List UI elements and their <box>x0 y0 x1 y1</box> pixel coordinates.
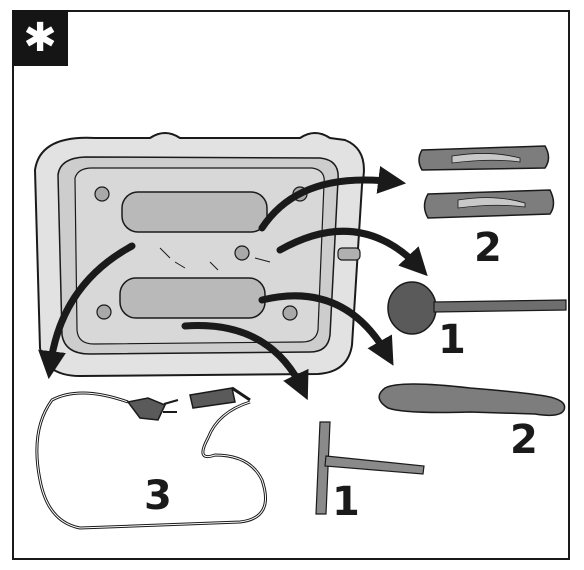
power-cord <box>35 386 267 530</box>
label-crumb-trays: 2 <box>474 225 502 271</box>
arrow-to-bun-warmer <box>258 292 394 366</box>
bread-slot-front <box>119 277 266 319</box>
label-bun-warmer-tray: 2 <box>510 417 538 463</box>
arrow-to-grill-handle <box>276 227 428 277</box>
crumb-trays <box>418 145 555 219</box>
bread-slot-back <box>121 191 268 233</box>
asterisk-icon: ✱ <box>12 10 68 66</box>
label-key-tool: 1 <box>332 479 360 525</box>
label-grill-handle: 1 <box>438 317 466 363</box>
grill-handle <box>387 281 567 335</box>
toaster-body <box>33 132 365 378</box>
arrow-to-key-tool <box>181 322 309 401</box>
removal-arrows <box>38 166 428 401</box>
arrow-to-cord <box>38 242 136 380</box>
label-cord: 3 <box>144 473 172 519</box>
arrow-to-crumb-trays <box>258 166 407 232</box>
key-tool <box>315 421 425 515</box>
bun-warmer-tray <box>378 383 566 417</box>
